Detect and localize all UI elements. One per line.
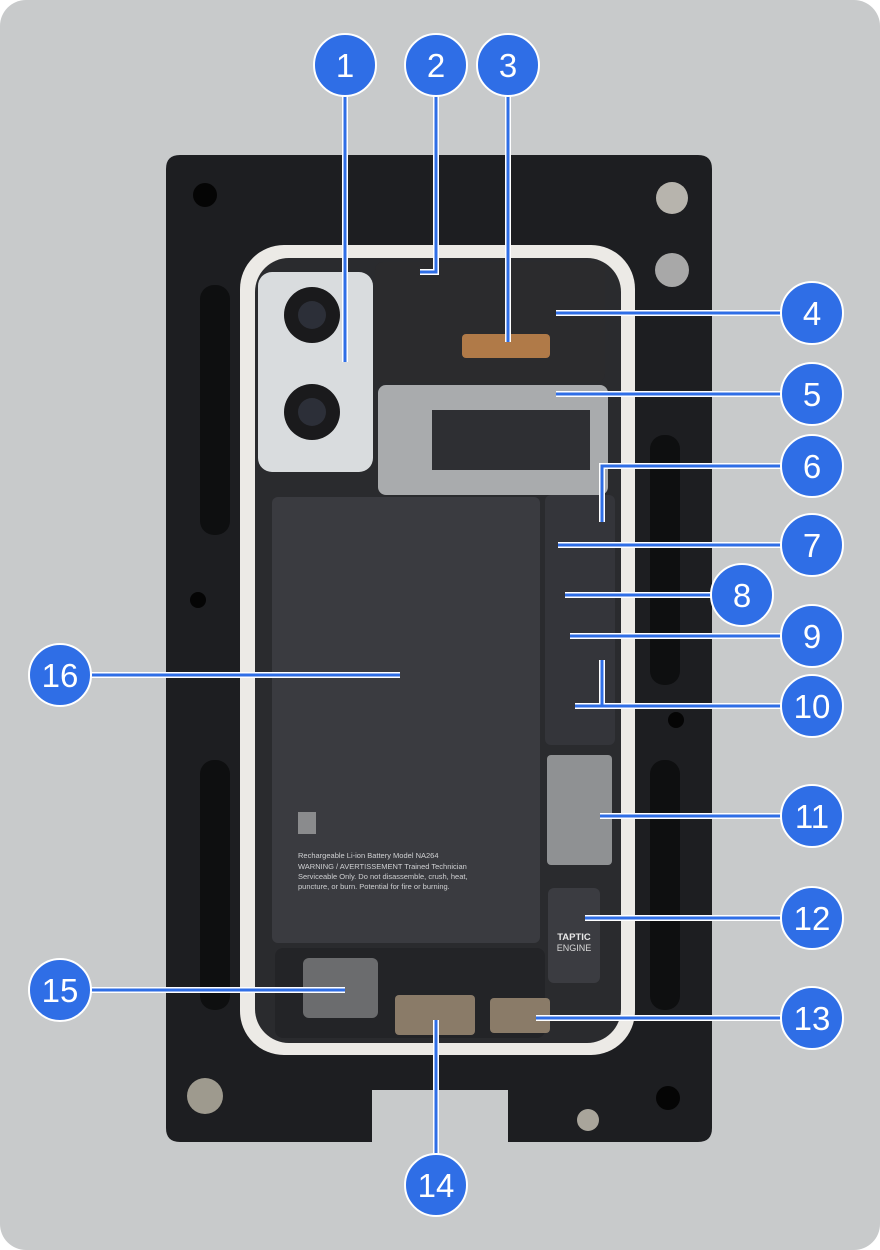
callout-leader-outline — [575, 660, 812, 709]
callout-badge — [780, 362, 844, 426]
battery-label-line4: puncture, or burn. Potential for fire or… — [298, 882, 450, 891]
callout-badge — [780, 674, 844, 738]
callout-15: 15 — [28, 958, 345, 1022]
callout-number: 11 — [795, 798, 829, 835]
callout-8: 8 — [565, 563, 774, 627]
taptic-engine — [548, 888, 600, 983]
callout-number: 15 — [42, 972, 79, 1009]
callout-badge — [780, 886, 844, 950]
callout-badge — [780, 281, 844, 345]
callout-11: 11 — [600, 784, 844, 848]
callout-9: 9 — [570, 604, 844, 668]
callout-6: 6 — [599, 434, 844, 522]
callout-badge — [780, 604, 844, 668]
callout-16: 16 — [28, 643, 400, 707]
callout-number: 7 — [803, 527, 821, 564]
callout-badge — [780, 434, 844, 498]
callout-number: 1 — [336, 47, 354, 84]
callout-number: 12 — [794, 900, 831, 937]
callout-13: 13 — [536, 986, 844, 1050]
callout-badge — [780, 513, 844, 577]
callout-number: 14 — [418, 1167, 455, 1204]
battery — [272, 497, 540, 943]
callout-number: 6 — [803, 448, 821, 485]
battery-label-line3: Serviceable Only. Do not disassemble, cr… — [298, 872, 468, 881]
callout-badge — [710, 563, 774, 627]
taptic-label-line1: TAPTIC — [557, 932, 591, 943]
callout-2: 2 — [404, 33, 468, 275]
callout-14: 14 — [404, 1020, 468, 1217]
callout-number: 13 — [794, 1000, 831, 1037]
callout-badge — [28, 643, 92, 707]
callout-7: 7 — [558, 513, 844, 577]
battery-label-line2: WARNING / AVERTISSEMENT Trained Technici… — [298, 862, 467, 871]
callout-number: 2 — [427, 47, 445, 84]
taptic-label-line2: ENGINE — [557, 943, 592, 953]
callout-1: 1 — [313, 33, 377, 362]
callout-badge — [780, 784, 844, 848]
callout-badge — [476, 33, 540, 97]
callout-badge — [404, 1153, 468, 1217]
callout-leader-line — [575, 660, 812, 708]
callout-number: 16 — [42, 657, 79, 694]
callout-3: 3 — [476, 33, 540, 342]
callout-5: 5 — [556, 362, 844, 426]
callout-badge — [404, 33, 468, 97]
callout-leader-outline — [599, 463, 812, 522]
callout-10: 10 — [575, 660, 844, 738]
callout-number: 3 — [499, 47, 517, 84]
callout-badge — [780, 986, 844, 1050]
callout-number: 4 — [803, 295, 821, 332]
callout-number: 9 — [803, 618, 821, 655]
callout-number: 5 — [803, 376, 821, 413]
battery-label-line1: Rechargeable Li-ion Battery Model NA264 — [298, 851, 439, 860]
callout-number: 10 — [794, 688, 831, 725]
callout-leader-line — [600, 464, 812, 522]
callout-number: 8 — [733, 577, 751, 614]
callout-leader-line — [420, 65, 438, 274]
callout-4: 4 — [556, 281, 844, 345]
callout-badge — [313, 33, 377, 97]
callout-badge — [28, 958, 92, 1022]
callout-12: 12 — [585, 886, 844, 950]
